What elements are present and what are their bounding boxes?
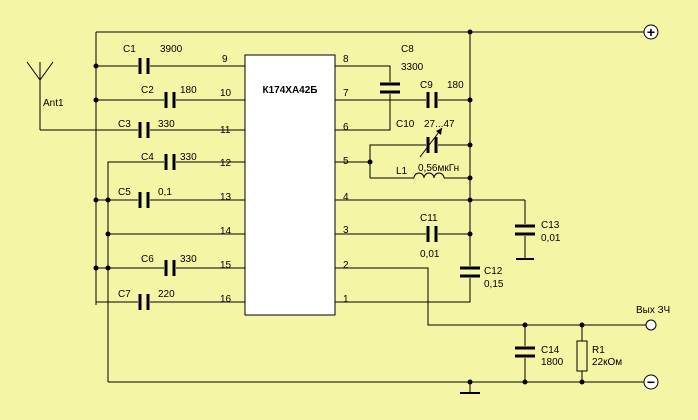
pin-4: 4 <box>343 192 349 203</box>
pin-2: 2 <box>343 260 349 271</box>
pin-13: 13 <box>220 192 232 203</box>
c12-value: 0,15 <box>484 279 504 290</box>
pin-1: 1 <box>343 294 349 305</box>
c2-value: 180 <box>180 85 197 96</box>
ic-name: К174ХА42Б <box>263 85 318 96</box>
c9-value: 180 <box>447 80 464 91</box>
resistor-r1 <box>576 340 588 372</box>
c5-value: 0,1 <box>158 187 172 198</box>
capacitor-c3 <box>138 122 150 138</box>
pin-8: 8 <box>343 54 349 65</box>
terminal-minus-sign: − <box>647 374 655 390</box>
pin-9: 9 <box>222 54 228 65</box>
c13-ref: C13 <box>541 220 560 231</box>
c10-ref: C10 <box>396 119 415 130</box>
junctions-left <box>93 63 111 271</box>
pin-6: 6 <box>343 122 349 133</box>
terminal-out[interactable] <box>645 319 657 331</box>
capacitor-c9 <box>426 92 438 108</box>
c6-value: 330 <box>180 254 197 265</box>
c6-ref: C6 <box>141 254 154 265</box>
capacitor-c12 <box>460 266 480 278</box>
capacitor-c2 <box>164 92 176 108</box>
c4-value: 330 <box>180 152 197 163</box>
pin-3: 3 <box>343 225 349 236</box>
capacitor-c8 <box>380 82 400 94</box>
r1-value: 22кОм <box>592 357 622 368</box>
c3-ref: C3 <box>118 119 131 130</box>
capacitor-c4 <box>164 154 176 170</box>
antenna-symbol <box>26 61 138 131</box>
capacitor-c13 <box>515 224 535 236</box>
capacitor-c10-variable <box>419 127 443 158</box>
wire-output <box>335 267 646 326</box>
c2-ref: C2 <box>141 85 154 96</box>
pin-16: 16 <box>220 294 232 305</box>
c1-value: 3900 <box>160 44 183 55</box>
c10-value: 27...47 <box>424 119 455 130</box>
terminal-plus[interactable] <box>643 24 659 40</box>
c11-ref: C11 <box>420 213 438 224</box>
capacitor-c1 <box>138 58 150 74</box>
pin-7: 7 <box>343 88 349 99</box>
c1-ref: C1 <box>123 44 136 55</box>
pin-11: 11 <box>220 125 231 136</box>
c14-value: 1800 <box>541 357 564 368</box>
antenna-label: Ant1 <box>43 98 64 109</box>
terminal-out-label: Вых ЗЧ <box>636 305 670 316</box>
c8-value: 3300 <box>401 62 424 73</box>
capacitor-c7 <box>138 294 150 310</box>
c3-value: 330 <box>158 119 175 130</box>
l1-ref: L1 <box>396 166 408 177</box>
pin-12: 12 <box>220 158 232 169</box>
inductor-l1 <box>413 172 445 179</box>
pin-15: 15 <box>220 260 232 271</box>
pin-14: 14 <box>220 226 232 237</box>
ic-body <box>244 54 336 316</box>
c8-ref: C8 <box>401 44 414 55</box>
c9-ref: C9 <box>420 80 433 91</box>
c13-value: 0,01 <box>541 233 561 244</box>
c12-ref: C12 <box>484 266 503 277</box>
pin-10: 10 <box>220 88 232 99</box>
capacitor-c14 <box>515 346 535 358</box>
c7-ref: C7 <box>118 289 131 300</box>
junctions-right <box>367 29 585 385</box>
c7-value: 220 <box>158 289 175 300</box>
c4-ref: C4 <box>141 152 154 163</box>
capacitor-c6 <box>164 260 176 276</box>
c14-ref: C14 <box>541 345 560 356</box>
terminal-minus[interactable] <box>643 374 659 390</box>
terminal-plus-sign: + <box>647 24 655 40</box>
c5-ref: C5 <box>118 187 131 198</box>
c11-value: 0,01 <box>420 249 440 260</box>
l1-value: 0,56мкГн <box>418 163 459 174</box>
capacitor-c5 <box>138 192 150 208</box>
r1-ref: R1 <box>592 345 605 356</box>
capacitor-c11 <box>426 226 438 242</box>
